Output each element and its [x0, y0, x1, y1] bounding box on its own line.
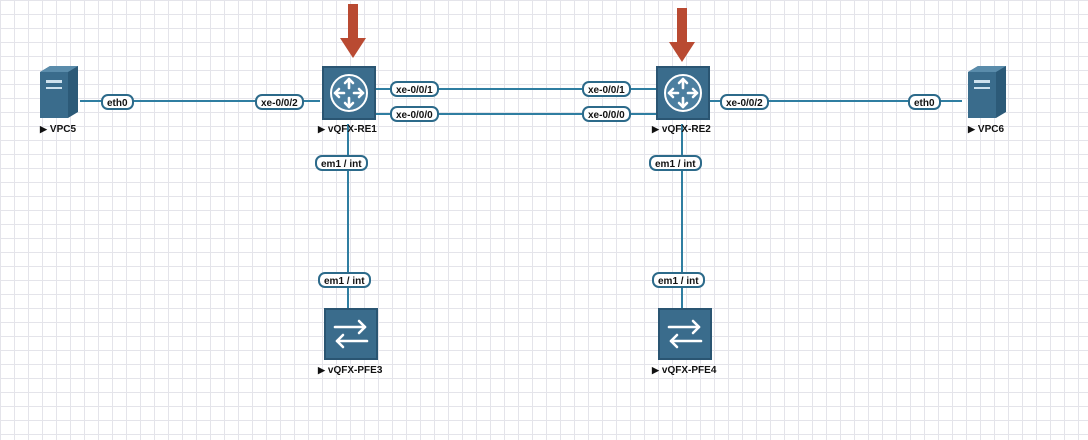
node-name: vQFX-RE2 [661, 124, 711, 135]
link-vpc5-re1[interactable] [80, 100, 320, 102]
port-label-re2-xe001[interactable]: xe-0/0/1 [582, 81, 631, 97]
link-re2-pfe4[interactable] [681, 124, 683, 310]
node-label-vpc5: ▶VPC5 [40, 124, 76, 135]
port-label-pfe4-em1[interactable]: em1 / int [652, 272, 705, 288]
label-marker-icon: ▶ [318, 365, 325, 375]
node-vpc5[interactable]: ▶VPC5 [36, 64, 96, 144]
node-label-vqfx-pfe4: ▶vQFX-PFE4 [652, 365, 716, 376]
node-label-vqfx-re1: ▶vQFX-RE1 [318, 124, 377, 135]
link-re2-vpc6[interactable] [708, 100, 962, 102]
port-label-vpc5-eth0[interactable]: eth0 [101, 94, 134, 110]
switch-icon [658, 308, 712, 360]
node-vqfx-re1[interactable]: ▶vQFX-RE1 [318, 66, 398, 138]
port-label-re2-xe000[interactable]: xe-0/0/0 [582, 106, 631, 122]
label-marker-icon: ▶ [968, 124, 975, 134]
highlight-arrow-icon [669, 8, 695, 62]
node-vpc6[interactable]: ▶VPC6 [964, 64, 1024, 144]
link-re1-pfe3[interactable] [347, 124, 349, 310]
router-icon [656, 66, 710, 120]
port-label-vpc6-eth0[interactable]: eth0 [908, 94, 941, 110]
port-label-re1-xe000[interactable]: xe-0/0/0 [390, 106, 439, 122]
pc-tower-icon [40, 66, 78, 118]
port-label-pfe3-em1[interactable]: em1 / int [318, 272, 371, 288]
node-name: VPC6 [977, 124, 1005, 135]
node-vqfx-re2[interactable]: ▶vQFX-RE2 [652, 66, 732, 138]
node-label-vqfx-re2: ▶vQFX-RE2 [652, 124, 711, 135]
label-marker-icon: ▶ [652, 365, 659, 375]
node-vqfx-pfe4[interactable]: ▶vQFX-PFE4 [652, 308, 742, 380]
label-marker-icon: ▶ [40, 124, 47, 134]
node-vqfx-pfe3[interactable]: ▶vQFX-PFE3 [318, 308, 408, 380]
node-name: VPC5 [49, 124, 77, 135]
port-label-re1-xe001[interactable]: xe-0/0/1 [390, 81, 439, 97]
router-icon [322, 66, 376, 120]
link-re1-re2-xe000[interactable] [374, 113, 656, 115]
link-re1-re2-xe001[interactable] [374, 88, 656, 90]
pc-tower-icon [968, 66, 1006, 118]
port-label-re1-em1[interactable]: em1 / int [315, 155, 368, 171]
port-label-re2-xe002[interactable]: xe-0/0/2 [720, 94, 769, 110]
node-name: vQFX-PFE3 [327, 365, 383, 376]
highlight-arrow-icon [340, 4, 366, 58]
node-name: vQFX-RE1 [327, 124, 377, 135]
switch-icon [324, 308, 378, 360]
node-name: vQFX-PFE4 [661, 365, 717, 376]
label-marker-icon: ▶ [318, 124, 325, 134]
node-label-vpc6: ▶VPC6 [968, 124, 1004, 135]
label-marker-icon: ▶ [652, 124, 659, 134]
node-label-vqfx-pfe3: ▶vQFX-PFE3 [318, 365, 382, 376]
port-label-re2-em1[interactable]: em1 / int [649, 155, 702, 171]
port-label-re1-xe002[interactable]: xe-0/0/2 [255, 94, 304, 110]
